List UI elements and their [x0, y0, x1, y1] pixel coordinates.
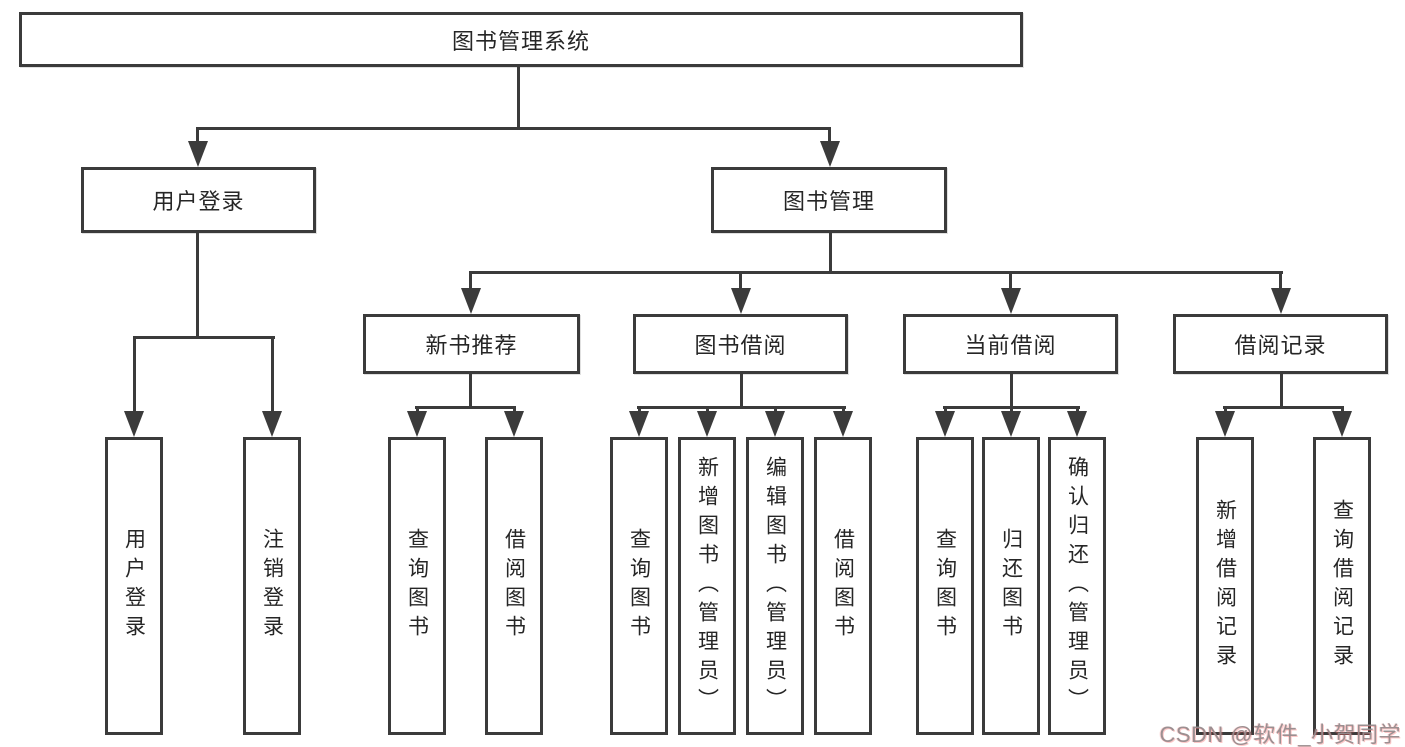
leaf-recommend-borrow-books: 借阅图书	[485, 437, 543, 735]
edge-bookborrow-hline	[637, 406, 846, 409]
arrowhead-down-icon	[935, 411, 955, 437]
arrowhead-down-icon	[188, 141, 208, 167]
node-user-login-label: 用户登录	[152, 189, 245, 214]
edge-recommend-hline	[415, 406, 516, 409]
node-book-borrow-label: 图书借阅	[694, 333, 787, 358]
node-current-borrow-label: 当前借阅	[964, 333, 1057, 358]
edge-stem	[1341, 406, 1344, 415]
arrowhead-down-icon	[731, 288, 751, 314]
node-new-book-recommend: 新书推荐	[363, 314, 580, 374]
node-book-borrow: 图书借阅	[633, 314, 848, 374]
leaf-current-query-books-label: 查询图书	[933, 528, 957, 644]
edge-recommend-stub	[469, 374, 472, 406]
node-new-book-recommend-label: 新书推荐	[425, 333, 518, 358]
node-book-management: 图书管理	[711, 167, 947, 233]
edge-stem	[1076, 406, 1079, 415]
leaf-confirm-return-admin-label: 确认归还（管理员）	[1065, 455, 1089, 717]
edge-root-hline	[196, 127, 831, 130]
arrowhead-down-icon	[765, 411, 785, 437]
node-current-borrow: 当前借阅	[903, 314, 1118, 374]
edge-stem	[842, 406, 845, 415]
leaf-query-borrow-record: 查询借阅记录	[1313, 437, 1371, 735]
leaf-user-login: 用户登录	[105, 437, 163, 735]
leaf-user-login-label: 用户登录	[122, 528, 146, 644]
edge-userlogin-stub	[196, 233, 199, 336]
edge-borrowrecords-hline	[1223, 406, 1344, 409]
edge-stem	[1224, 406, 1227, 415]
node-borrow-records: 借阅记录	[1173, 314, 1388, 374]
edge-stem	[1010, 406, 1013, 415]
edge-stem	[271, 336, 274, 413]
edge-stem	[944, 406, 947, 415]
leaf-logout: 注销登录	[243, 437, 301, 735]
leaf-borrow-query-books: 查询图书	[610, 437, 668, 735]
arrowhead-down-icon	[820, 141, 840, 167]
arrowhead-down-icon	[504, 411, 524, 437]
leaf-recommend-query-books-label: 查询图书	[405, 528, 429, 644]
edge-bookmgmt-stub	[829, 233, 832, 271]
arrowhead-down-icon	[697, 411, 717, 437]
leaf-borrow-books: 借阅图书	[814, 437, 872, 735]
edge-stem	[513, 406, 516, 415]
edge-bookmgmt-hline	[469, 271, 1283, 274]
edge-stem	[706, 406, 709, 415]
leaf-query-borrow-record-label: 查询借阅记录	[1330, 499, 1354, 673]
arrowhead-down-icon	[629, 411, 649, 437]
leaf-add-borrow-record-label: 新增借阅记录	[1213, 499, 1237, 673]
arrowhead-down-icon	[833, 411, 853, 437]
node-borrow-records-label: 借阅记录	[1234, 333, 1327, 358]
edge-stem	[774, 406, 777, 415]
node-book-management-label: 图书管理	[782, 189, 875, 214]
leaf-borrow-books-label: 借阅图书	[831, 528, 855, 644]
edge-stem	[196, 127, 199, 145]
edge-stem	[739, 271, 742, 290]
arrowhead-down-icon	[1271, 288, 1291, 314]
edge-stem	[1009, 271, 1012, 290]
leaf-edit-books-admin-label: 编辑图书（管理员）	[763, 455, 787, 717]
watermark: CSDN @软件_小贺同学	[1159, 722, 1401, 747]
leaf-edit-books-admin: 编辑图书（管理员）	[746, 437, 804, 735]
edge-root-stub	[517, 67, 520, 127]
edge-stem	[469, 271, 472, 290]
arrowhead-down-icon	[461, 288, 481, 314]
edge-borrowrecords-stub	[1280, 374, 1283, 406]
leaf-return-books-label: 归还图书	[999, 528, 1023, 644]
edge-stem	[1279, 271, 1282, 290]
node-root-label: 图书管理系统	[451, 28, 590, 54]
leaf-recommend-borrow-books-label: 借阅图书	[502, 528, 526, 644]
leaf-recommend-query-books: 查询图书	[388, 437, 446, 735]
arrowhead-down-icon	[124, 411, 144, 437]
leaf-borrow-query-books-label: 查询图书	[627, 528, 651, 644]
arrowhead-down-icon	[1001, 288, 1021, 314]
edge-userlogin-hline	[133, 336, 275, 339]
leaf-logout-label: 注销登录	[260, 528, 284, 644]
edge-stem	[828, 127, 831, 145]
node-root: 图书管理系统	[19, 12, 1023, 67]
arrowhead-down-icon	[407, 411, 427, 437]
leaf-current-query-books: 查询图书	[916, 437, 974, 735]
node-user-login: 用户登录	[81, 167, 316, 233]
edge-currentborrow-stub	[1010, 374, 1013, 406]
arrowhead-down-icon	[1332, 411, 1352, 437]
edge-stem	[133, 336, 136, 413]
leaf-add-books-admin-label: 新增图书（管理员）	[695, 455, 719, 717]
arrowhead-down-icon	[1067, 411, 1087, 437]
edge-stem	[638, 406, 641, 415]
edge-stem	[416, 406, 419, 415]
leaf-return-books: 归还图书	[982, 437, 1040, 735]
arrowhead-down-icon	[1215, 411, 1235, 437]
leaf-confirm-return-admin: 确认归还（管理员）	[1048, 437, 1106, 735]
arrowhead-down-icon	[1001, 411, 1021, 437]
edge-bookborrow-stub	[740, 374, 743, 406]
leaf-add-books-admin: 新增图书（管理员）	[678, 437, 736, 735]
arrowhead-down-icon	[262, 411, 282, 437]
leaf-add-borrow-record: 新增借阅记录	[1196, 437, 1254, 735]
